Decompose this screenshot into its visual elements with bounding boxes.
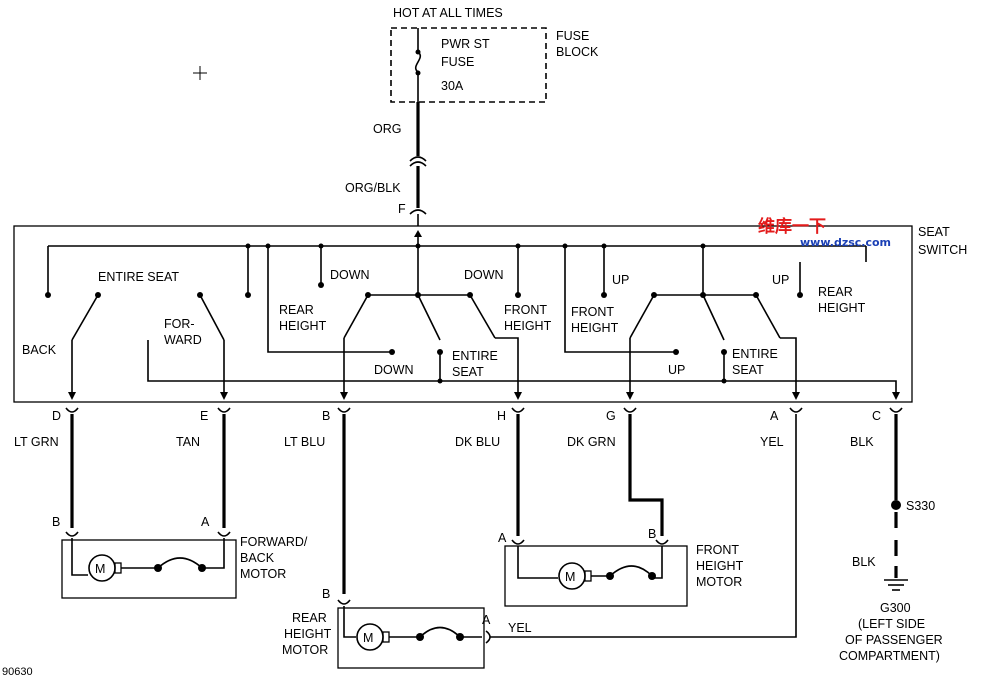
label-front-height-2a: FRONT <box>571 305 614 319</box>
label-entire-seat-3a: ENTIRE <box>732 347 778 361</box>
label-up-2: UP <box>668 363 685 377</box>
label-term-h: H <box>497 409 506 423</box>
label-fuse-block-2: BLOCK <box>556 45 599 59</box>
watermark-logo: 维库一下 www.dzsc.com <box>758 216 891 249</box>
label-term-e: E <box>200 409 208 423</box>
label-rear-height-l2: HEIGHT <box>279 319 327 333</box>
label-g300-note-2: OF PASSENGER <box>845 633 943 647</box>
label-motor-symbol: M <box>95 562 105 576</box>
label-s330: S330 <box>906 499 935 513</box>
label-entire-seat-2b: SEAT <box>452 365 484 379</box>
ground-g300: S330 BLK G300 (LEFT SIDE OF PASSENGER CO… <box>839 499 943 663</box>
label-down-2: DOWN <box>464 268 504 282</box>
label-term-a: A <box>770 409 779 423</box>
label-front-height-1b: HEIGHT <box>504 319 552 333</box>
switch-terminals: D E B H G A C <box>52 407 903 638</box>
label-fh-motor-1: FRONT <box>696 543 739 557</box>
label-up-3: UP <box>772 273 789 287</box>
label-g300-note-3: COMPARTMENT) <box>839 649 940 663</box>
forward-back-motor: B A M FORWARD/ BACK MOTOR <box>52 515 308 599</box>
label-entire-seat-3b: SEAT <box>732 363 764 377</box>
figure-id: 90630 <box>2 666 33 677</box>
label-switch-f: F <box>398 202 406 216</box>
label-fb-motor-2: BACK <box>240 551 275 565</box>
label-lt-blu: LT BLU <box>284 435 325 449</box>
label-forward-1: FOR- <box>164 317 195 331</box>
label-forward-2: WARD <box>164 333 202 347</box>
label-fb-motor-1: FORWARD/ <box>240 535 308 549</box>
label-org-blk: ORG/BLK <box>345 181 401 195</box>
crosshair-mark <box>193 66 207 80</box>
fuse-block: HOT AT ALL TIMES PWR ST FUSE 30A FUSE BL… <box>390 6 599 103</box>
label-tan: TAN <box>176 435 200 449</box>
label-up-1: UP <box>612 273 629 287</box>
label-down-1: DOWN <box>330 268 370 282</box>
label-fb-a: A <box>201 515 210 529</box>
label-blk: BLK <box>850 435 874 449</box>
seat-switch-box <box>13 225 913 403</box>
label-fb-motor-3: MOTOR <box>240 567 286 581</box>
label-fh-a: A <box>498 531 507 545</box>
label-fh-motor-2: HEIGHT <box>696 559 744 573</box>
label-down-3: DOWN <box>374 363 414 377</box>
label-term-b: B <box>322 409 330 423</box>
label-yel: YEL <box>760 435 784 449</box>
label-rh-motor-1: REAR <box>292 611 327 625</box>
label-lt-grn: LT GRN <box>14 435 59 449</box>
label-fuse-block-1: FUSE <box>556 29 589 43</box>
label-watermark-1: 维库一下 <box>758 216 826 237</box>
label-dk-blu: DK BLU <box>455 435 500 449</box>
label-rear-height-l1: REAR <box>279 303 314 317</box>
label-motor-symbol: M <box>565 570 575 584</box>
label-yel-2: YEL <box>508 621 532 635</box>
label-rh-b: B <box>322 587 330 601</box>
label-motor-symbol: M <box>363 631 373 645</box>
label-blk-2: BLK <box>852 555 876 569</box>
label-term-c: C <box>872 409 881 423</box>
label-term-g: G <box>606 409 616 423</box>
label-fuse-rating: 30A <box>441 79 464 93</box>
label-dk-grn: DK GRN <box>567 435 616 449</box>
label-fb-b: B <box>52 515 60 529</box>
label-seat-switch-1: SEAT <box>918 225 950 239</box>
label-watermark-2: www.dzsc.com <box>800 236 891 249</box>
label-hot-at-all-times: HOT AT ALL TIMES <box>393 6 503 20</box>
label-org: ORG <box>373 122 401 136</box>
label-g300: G300 <box>880 601 911 615</box>
label-rh-a: A <box>482 613 491 627</box>
rear-height-motor: B A M REAR HEIGHT MOTOR YEL <box>282 587 532 669</box>
label-fh-motor-3: MOTOR <box>696 575 742 589</box>
label-rh-motor-3: MOTOR <box>282 643 328 657</box>
label-term-d: D <box>52 409 61 423</box>
feed-wire: ORG ORG/BLK F <box>345 102 427 226</box>
label-front-height-1a: FRONT <box>504 303 547 317</box>
label-entire-seat-2a: ENTIRE <box>452 349 498 363</box>
label-front-height-2b: HEIGHT <box>571 321 619 335</box>
label-rear-height-r1: REAR <box>818 285 853 299</box>
switch-internal-wiring <box>45 230 900 400</box>
label-g300-note-1: (LEFT SIDE <box>858 617 925 631</box>
front-height-motor: A B M FRONT HEIGHT MOTOR <box>498 527 744 607</box>
label-entire-seat: ENTIRE SEAT <box>98 270 179 284</box>
label-rear-height-r2: HEIGHT <box>818 301 866 315</box>
label-fuse-name-1: PWR ST <box>441 37 490 51</box>
label-rh-motor-2: HEIGHT <box>284 627 332 641</box>
label-fuse-name-2: FUSE <box>441 55 474 69</box>
label-seat-switch-2: SWITCH <box>918 243 967 257</box>
label-fh-b: B <box>648 527 656 541</box>
label-back: BACK <box>22 343 57 357</box>
